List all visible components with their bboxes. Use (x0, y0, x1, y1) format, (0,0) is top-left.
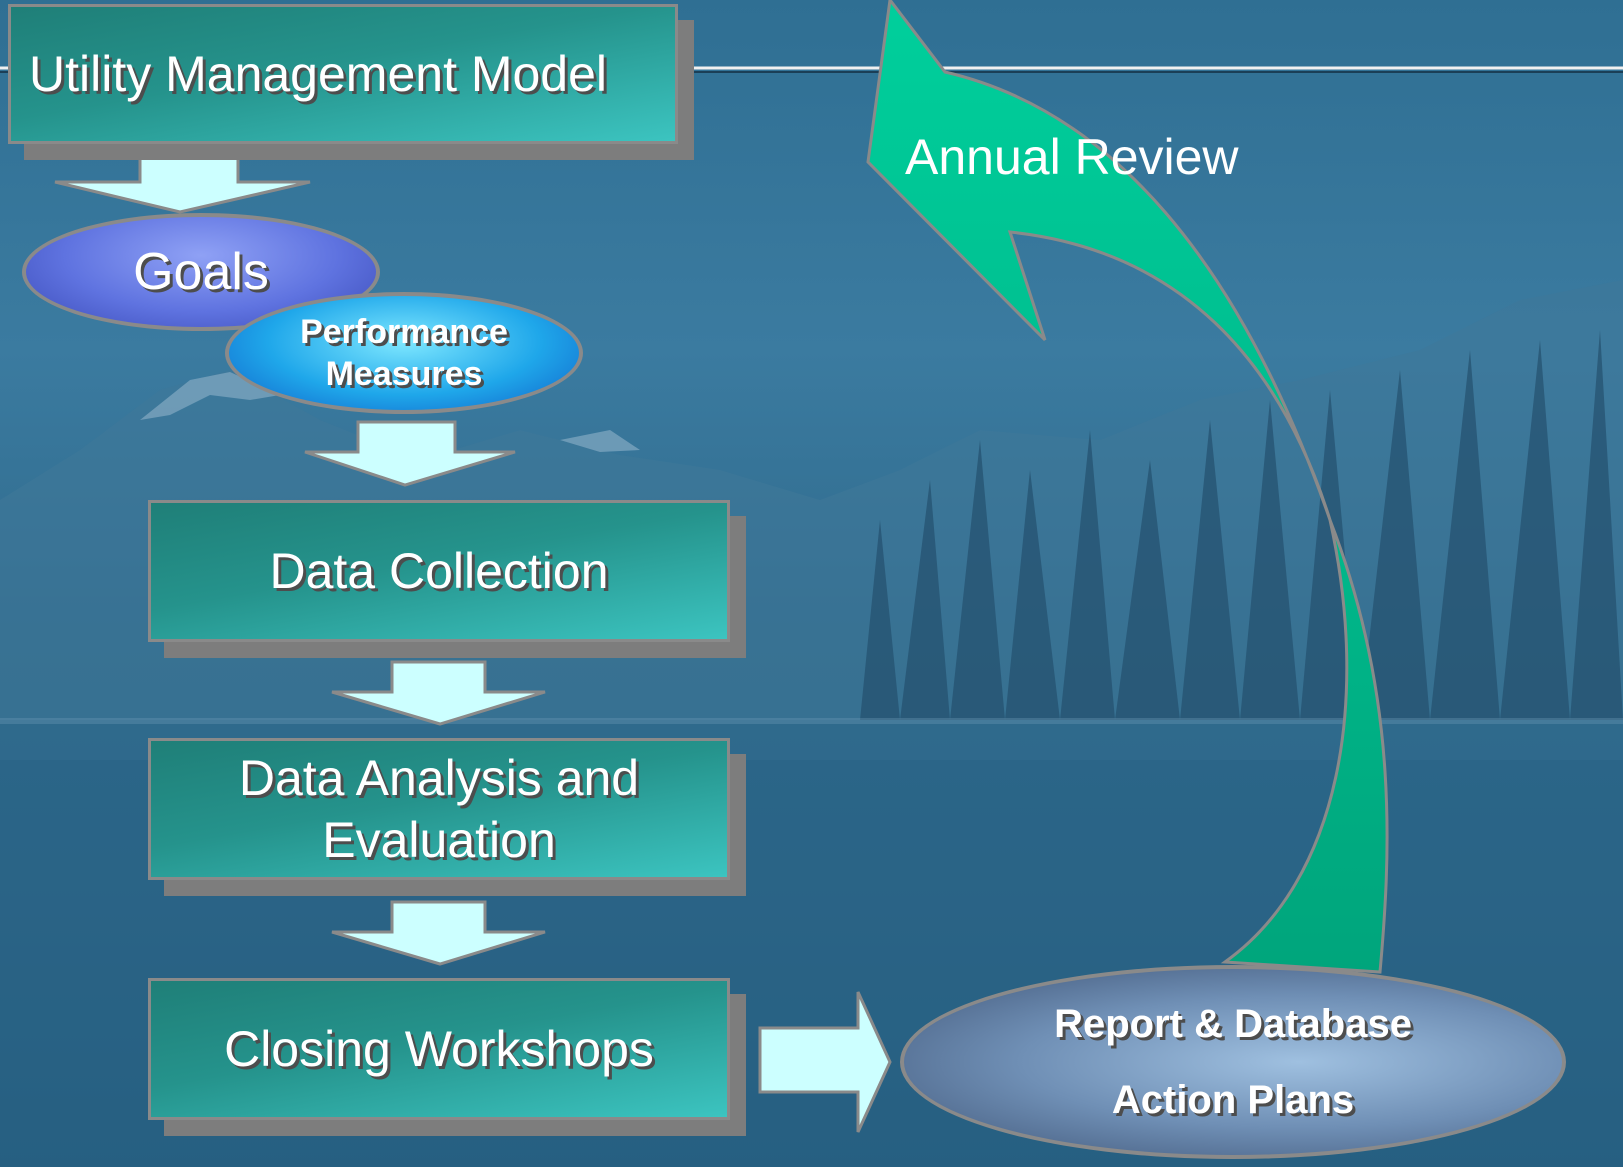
report-line2: Action Plans (1111, 1078, 1355, 1122)
treeline (860, 330, 1623, 720)
down-arrow-title-to-goals (54, 148, 311, 214)
report-action-plans-oval: Report & Database Action Plans (900, 965, 1566, 1159)
performance-line2: Measures (325, 355, 483, 393)
goals-label: Goals (133, 243, 269, 301)
annual-review-curved-arrow (866, 0, 1389, 974)
annual-review-label: Annual Review (905, 129, 1239, 185)
right-arrow-closing-to-report (758, 991, 892, 1133)
down-arrow-measures-to-collection (304, 420, 516, 487)
data-collection-box: Data Collection (148, 500, 730, 642)
title-label: Utility Management Model (29, 46, 608, 102)
down-arrow-collection-to-analysis (331, 660, 546, 726)
analysis-line2: Evaluation (322, 812, 556, 868)
analysis-line1: Data Analysis and (238, 750, 640, 806)
utility-management-model-box: Utility Management Model (8, 4, 678, 144)
data-analysis-box: Data Analysis and Evaluation (148, 738, 730, 880)
closing-workshops-box: Closing Workshops (148, 978, 730, 1120)
down-arrow-analysis-to-closing (331, 900, 546, 966)
snow-peaks (140, 372, 640, 452)
closing-workshops-label: Closing Workshops (224, 1021, 654, 1077)
performance-line1: Performance (300, 313, 508, 351)
data-collection-label: Data Collection (269, 543, 609, 599)
performance-measures-oval: Performance Measures (225, 292, 583, 414)
report-line1: Report & Database (1054, 1002, 1412, 1046)
